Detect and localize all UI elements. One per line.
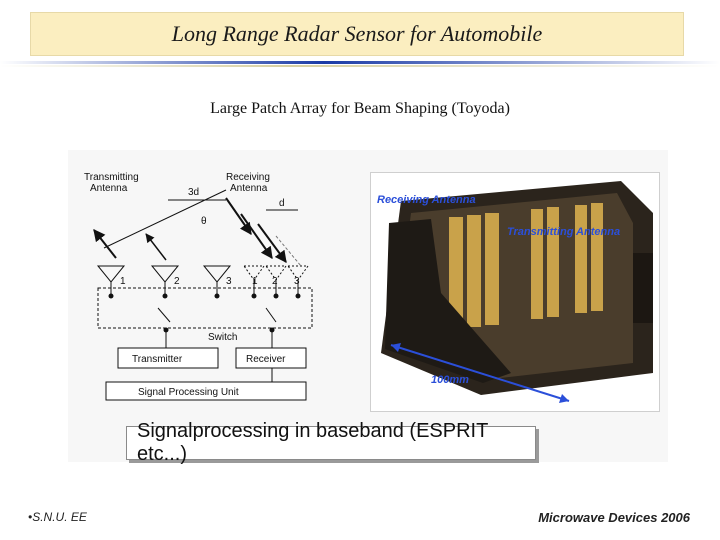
switch-node-3 bbox=[214, 293, 220, 299]
rx-element-3 bbox=[287, 265, 309, 281]
label-receiving: Receiving bbox=[226, 172, 270, 183]
footer-course: Microwave Devices 2006 bbox=[538, 510, 690, 525]
footer-institution: •S.N.U. EE bbox=[28, 510, 87, 524]
figure-panel: Transmitting Antenna Receiving Antenna 3… bbox=[68, 150, 668, 465]
antenna-diagram: Transmitting Antenna Receiving Antenna 3… bbox=[84, 172, 313, 401]
switch-node-6 bbox=[295, 293, 301, 299]
label-receiving-2: Antenna bbox=[230, 183, 268, 194]
switch-network bbox=[97, 280, 313, 348]
rx-beam-arrow-1 bbox=[225, 197, 252, 235]
photo-label-transmitting: Transmitting Antenna bbox=[507, 226, 620, 238]
beam-arrow-2 bbox=[145, 233, 167, 261]
photo-label-dimension: 100mm bbox=[431, 374, 469, 386]
label-transmitter: Transmitter bbox=[132, 354, 183, 365]
tx-element-3 bbox=[202, 265, 232, 283]
label-receiver: Receiver bbox=[246, 354, 286, 365]
tx-element-2 bbox=[150, 265, 180, 283]
wavefront-line bbox=[103, 189, 227, 249]
rx-element-number-3: 3 bbox=[294, 276, 300, 287]
tx-beam-arrow bbox=[93, 229, 117, 259]
label-switch: Switch bbox=[208, 332, 237, 343]
title-bar: Long Range Radar Sensor for Automobile bbox=[30, 12, 684, 56]
label-d: d bbox=[279, 198, 285, 209]
rx-element-2 bbox=[265, 265, 287, 281]
rx-element-number-1: 1 bbox=[252, 276, 258, 287]
title-underline bbox=[0, 61, 720, 67]
connector bbox=[633, 253, 653, 323]
dimension-line bbox=[390, 344, 570, 402]
label-theta: θ bbox=[201, 216, 207, 227]
switch-common-rx bbox=[269, 327, 275, 333]
photo-label-receiving: Receiving Antenna bbox=[377, 194, 476, 206]
rx-beam-arrow-3 bbox=[257, 223, 287, 263]
patch-arrays bbox=[449, 203, 603, 327]
radar-module-photo: Receiving Antenna Transmitting Antenna 1… bbox=[370, 172, 660, 412]
signal-processing-block bbox=[105, 381, 307, 401]
slide-subtitle: Large Patch Array for Beam Shaping (Toyo… bbox=[210, 100, 510, 117]
caption-box: Signalprocessing in baseband (ESPRIT etc… bbox=[126, 420, 536, 465]
switch-common-tx bbox=[163, 327, 169, 333]
dimension-arrow-left bbox=[391, 343, 401, 352]
slide-title: Long Range Radar Sensor for Automobile bbox=[171, 21, 543, 46]
radar-module-illustration: Receiving Antenna Transmitting Antenna 1… bbox=[377, 181, 653, 403]
element-number-2: 2 bbox=[174, 276, 180, 287]
rx-element-1 bbox=[243, 265, 265, 281]
element-number-1: 1 bbox=[120, 276, 126, 287]
switch-node-2 bbox=[162, 293, 168, 299]
rx-element-number-2: 2 bbox=[272, 276, 278, 287]
rx-beam-arrow-4 bbox=[275, 235, 302, 267]
label-signal-processing: Signal Processing Unit bbox=[138, 387, 239, 398]
dimension-arrow-right bbox=[559, 394, 569, 403]
element-number-3: 3 bbox=[226, 276, 232, 287]
transmitter-block bbox=[117, 347, 219, 369]
label-3d: 3d bbox=[188, 187, 199, 198]
switch-node-5 bbox=[273, 293, 279, 299]
switch-node-1 bbox=[108, 293, 114, 299]
label-transmitting: Transmitting bbox=[84, 172, 139, 183]
receiver-block bbox=[235, 347, 307, 369]
rx-beam-arrow-2 bbox=[240, 213, 273, 259]
label-transmitting-2: Antenna bbox=[90, 183, 128, 194]
switch-node-4 bbox=[251, 293, 257, 299]
radome-cover bbox=[385, 219, 511, 383]
tx-element-1 bbox=[96, 265, 126, 283]
